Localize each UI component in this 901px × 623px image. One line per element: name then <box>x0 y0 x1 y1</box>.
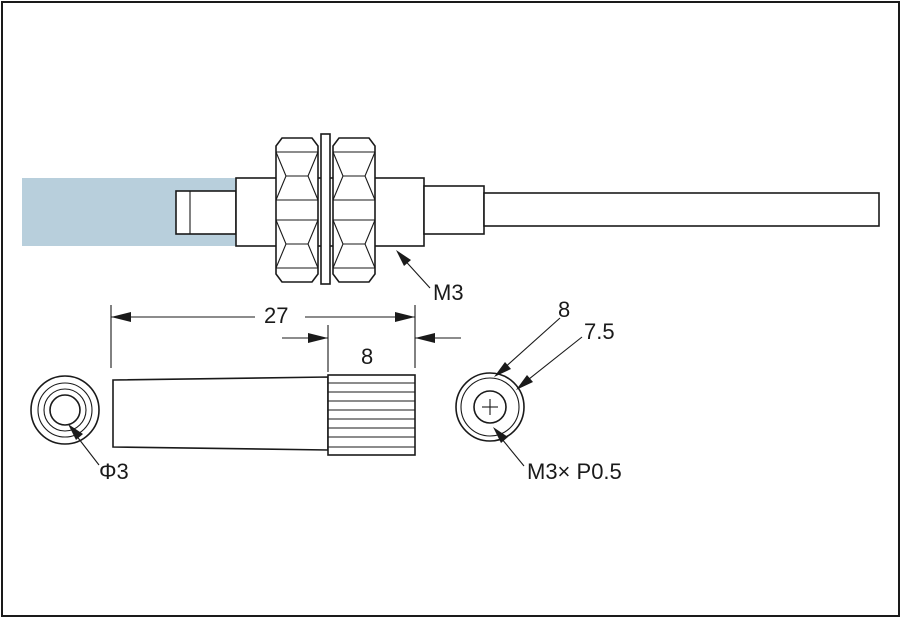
knurled-nut <box>327 374 416 456</box>
tube-body <box>112 376 329 451</box>
fiber-cable <box>483 192 880 227</box>
side-view: M3 <box>22 133 880 305</box>
rear-plug <box>175 190 237 235</box>
overall-dim-arrow-right <box>395 312 415 322</box>
nut-dim-arrow-right <box>415 333 435 343</box>
washer <box>320 133 331 285</box>
inner-diameter-arrow <box>516 375 533 390</box>
nut-length-label: 8 <box>361 344 373 369</box>
right-hex-nut <box>332 137 376 283</box>
thread-leader-arrow <box>396 250 411 266</box>
thread-spec-label: M3× P0.5 <box>527 459 622 484</box>
left-hex-nut <box>275 137 319 283</box>
tip-end-view: Φ3 <box>30 375 129 484</box>
outer-diameter-arrow <box>494 362 511 377</box>
front-sleeve <box>423 185 485 235</box>
inner-diameter-label: 7.5 <box>584 319 615 344</box>
tip-diameter-label: Φ3 <box>99 459 129 484</box>
nut-dim-arrow-left <box>308 333 328 343</box>
outer-diameter-label: 8 <box>558 297 570 322</box>
outer-diameter-leader <box>501 317 561 371</box>
nut-end-view: 8 7.5 M3× P0.5 <box>455 297 622 484</box>
thread-label: M3 <box>433 280 464 305</box>
dimension-lines: 27 8 <box>110 303 461 372</box>
tube-side-view <box>112 374 416 456</box>
tip-diameter-arrow <box>68 424 83 440</box>
thread-spec-arrow <box>493 427 508 443</box>
inner-diameter-leader <box>523 336 583 384</box>
overall-length-label: 27 <box>264 303 288 328</box>
overall-dim-arrow-left <box>111 312 131 322</box>
